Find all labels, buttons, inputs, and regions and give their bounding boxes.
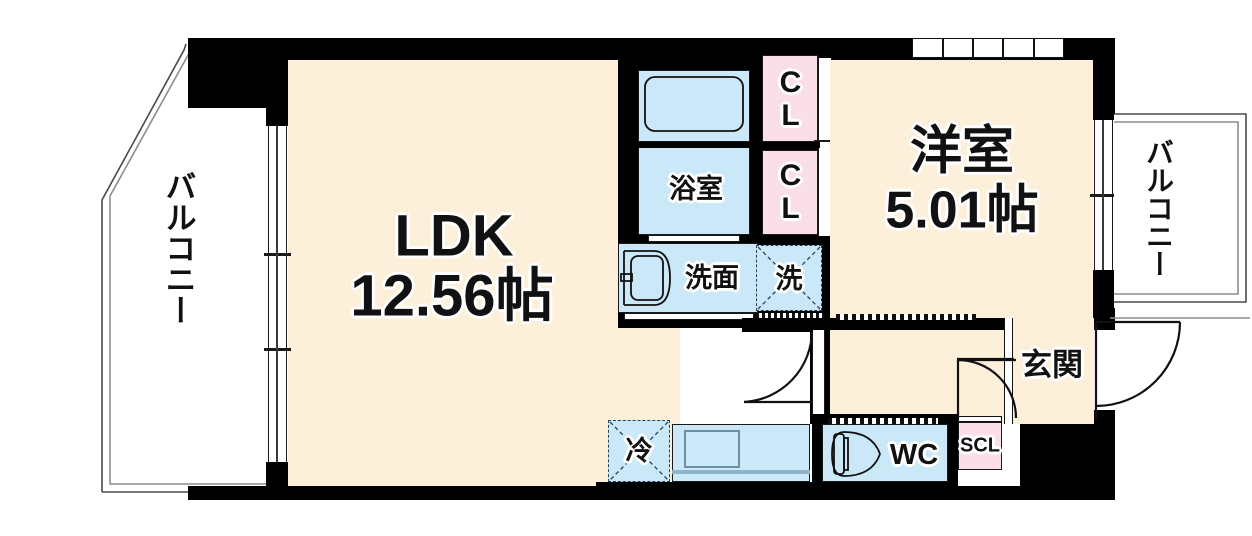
wall-left-stub-top <box>266 38 288 126</box>
closet-lower-label: CL <box>774 159 807 225</box>
room-entrance <box>1012 318 1094 424</box>
bedroom-area-label: 5.01帖 <box>885 181 1039 240</box>
washroom-label: 洗面 <box>685 262 739 293</box>
shoe-closet-sill <box>958 416 1002 422</box>
washer-label: 洗 <box>775 263 803 294</box>
wc-door-sill <box>828 418 938 424</box>
wc-label: WC <box>889 438 939 471</box>
refrigerator-label: 冷 <box>625 435 653 466</box>
wall-top-ldk <box>188 38 680 60</box>
corridor-hall <box>830 328 1020 424</box>
bedroom-name-label: 洋室 <box>909 122 1015 181</box>
wetzone-divider-vertical <box>750 60 762 235</box>
wall-corridor-top-stub <box>810 318 830 332</box>
wetzone-divider-horizontal <box>638 142 820 148</box>
sliding-door-left-mullion-1 <box>264 253 291 256</box>
sliding-door-left-mullion-2 <box>264 348 291 351</box>
kitchen-counter-edge <box>672 470 810 474</box>
washer-space-cross <box>757 246 821 310</box>
window-mullion-3 <box>1002 38 1004 58</box>
ldk-hall-door-swing <box>743 329 814 404</box>
washbasin-icon <box>620 250 671 306</box>
sliding-door-left-rail <box>276 126 278 462</box>
shoe-closet <box>958 422 1002 470</box>
shoe-closet-label: SCL <box>960 434 1000 457</box>
bedroom-window-top[interactable] <box>912 38 1064 58</box>
sliding-door-right-mullion <box>1090 194 1117 197</box>
bath-label: 浴室 <box>669 173 723 204</box>
wall-right-upper <box>1093 38 1115 120</box>
wall-hall-upper-left <box>742 318 812 332</box>
wall-bedroom-bottom <box>830 318 1020 330</box>
shoe-closet-door-leaf <box>957 357 1014 361</box>
entrance-partition <box>1004 318 1013 424</box>
ldk-area-label: 12.56帖 <box>350 263 554 329</box>
bathtub-icon <box>644 76 744 132</box>
bedroom-door-sill <box>836 314 976 320</box>
room-bath <box>638 147 750 235</box>
entrance-label: 玄関 <box>1021 347 1083 383</box>
window-mullion-4 <box>1033 38 1035 58</box>
balcony-left-label: バルコニー <box>160 170 196 326</box>
kitchen-sink-basin <box>684 430 740 468</box>
balcony-right-shape <box>1114 113 1247 308</box>
ldk-hall-door-leaf[interactable] <box>812 330 825 422</box>
closet-lower <box>762 150 818 235</box>
room-ldk <box>288 60 680 486</box>
bathtub-cell <box>638 70 750 142</box>
toilet-icon <box>831 431 881 477</box>
balcony-sliding-door-left[interactable] <box>268 126 287 462</box>
window-mullion-2 <box>972 38 974 58</box>
entrance-stoop-lines <box>1110 317 1250 319</box>
closet-door-mullion <box>814 140 836 142</box>
wall-right-lower <box>1020 410 1115 500</box>
bath-threshold <box>648 235 740 242</box>
washroom-door-sill <box>624 313 754 320</box>
room-bedroom <box>830 60 1093 318</box>
entrance-door-swing[interactable] <box>1094 320 1194 426</box>
wall-kitchen-bottom <box>596 482 958 500</box>
wall-right-mid <box>1093 270 1115 330</box>
ldk-name-label: LDK <box>394 203 514 269</box>
closet-upper-label: CL <box>774 66 807 132</box>
sliding-door-right-rail <box>1102 120 1104 270</box>
balcony-right-label: バルコニー <box>1143 138 1174 278</box>
window-mullion-1 <box>942 38 944 58</box>
washer-drain-strip <box>756 313 824 319</box>
closet-upper <box>762 55 818 142</box>
